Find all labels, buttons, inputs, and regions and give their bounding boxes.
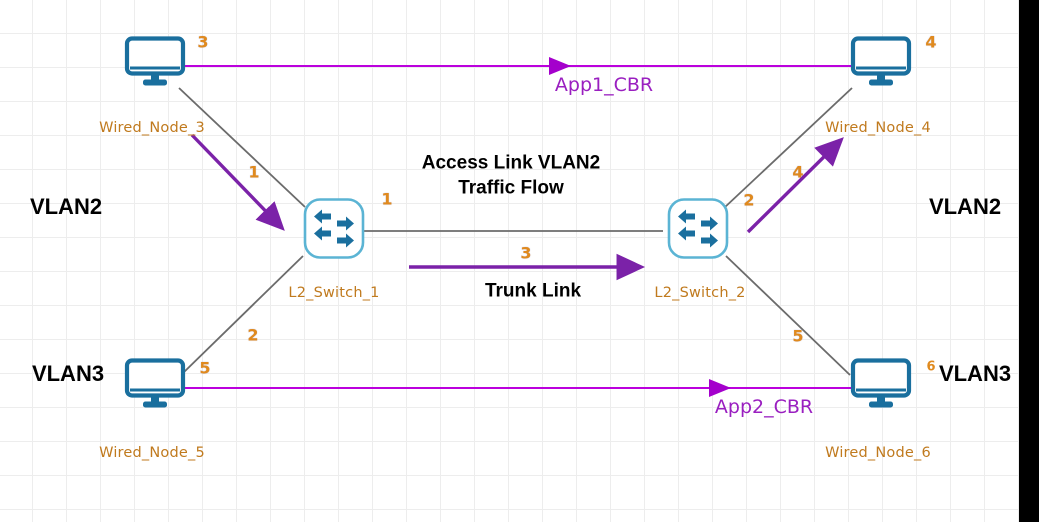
node-label-wired-node-5: Wired_Node_5 xyxy=(99,445,205,461)
switch-icon[interactable] xyxy=(665,198,731,265)
device-number-node-6: 6 xyxy=(926,359,936,375)
node-label-l2-switch-2: L2_Switch_2 xyxy=(654,285,746,301)
port-number-flow-node4: 4 xyxy=(792,162,804,182)
vlan-tag-left-vlan3: VLAN3 xyxy=(31,361,105,386)
physical-links xyxy=(178,87,853,376)
flow-arrow-switch2-node4 xyxy=(746,137,844,234)
application-flows xyxy=(182,57,852,397)
device-number-node-3: 3 xyxy=(197,32,209,52)
app1-cbr-label: App1_CBR xyxy=(554,74,654,96)
monitor-icon-svg xyxy=(124,358,186,408)
link-switch2-node6[interactable] xyxy=(725,255,851,376)
switch-icon[interactable] xyxy=(301,198,367,265)
monitor-icon[interactable] xyxy=(850,358,912,419)
port-number-node5: 5 xyxy=(199,358,211,378)
right-black-margin xyxy=(1019,0,1039,522)
link-switch2-node4[interactable] xyxy=(723,87,853,209)
app2-cbr-arrowhead xyxy=(709,379,731,397)
switch-icon-svg xyxy=(667,198,729,259)
access-link-flow-label-line1: Access Link VLAN2 xyxy=(421,152,601,174)
access-link-flow-label-line2: Traffic Flow xyxy=(458,177,564,199)
port-number-switch2-node4: 2 xyxy=(743,190,755,210)
port-number-switch1-node5: 2 xyxy=(247,325,259,345)
node-label-l2-switch-1: L2_Switch_1 xyxy=(288,285,380,301)
port-number-switch1-trunk: 1 xyxy=(381,189,393,209)
node-label-wired-node-4: Wired_Node_4 xyxy=(825,120,931,136)
node-label-wired-node-3: Wired_Node_3 xyxy=(99,120,205,136)
port-number-node3-switch1: 1 xyxy=(248,162,260,182)
monitor-icon-svg xyxy=(124,36,186,86)
monitor-icon[interactable] xyxy=(850,36,912,97)
port-number-switch2-node6: 5 xyxy=(792,326,804,346)
traffic-flow-arrows xyxy=(190,133,844,281)
vlan-tag-left-vlan2: VLAN2 xyxy=(29,194,103,219)
device-number-node-4: 4 xyxy=(925,32,937,52)
port-number-trunk: 3 xyxy=(520,243,532,263)
flow-arrow-node3-switch1 xyxy=(190,133,285,231)
vlan-tag-right-vlan2: VLAN2 xyxy=(928,194,1002,219)
app2-cbr-label: App2_CBR xyxy=(714,396,814,418)
node-label-wired-node-6: Wired_Node_6 xyxy=(825,445,931,461)
monitor-icon[interactable] xyxy=(124,36,186,97)
vlan-tag-right-vlan3: VLAN3 xyxy=(938,361,1012,386)
link-switch1-node5[interactable] xyxy=(181,255,304,375)
app1-cbr-arrowhead xyxy=(549,57,571,75)
monitor-icon-svg xyxy=(850,36,912,86)
link-node3-switch1[interactable] xyxy=(178,87,306,208)
monitor-icon-svg xyxy=(850,358,912,408)
monitor-icon[interactable] xyxy=(124,358,186,419)
switch-icon-svg xyxy=(303,198,365,259)
trunk-link-label: Trunk Link xyxy=(484,280,582,302)
